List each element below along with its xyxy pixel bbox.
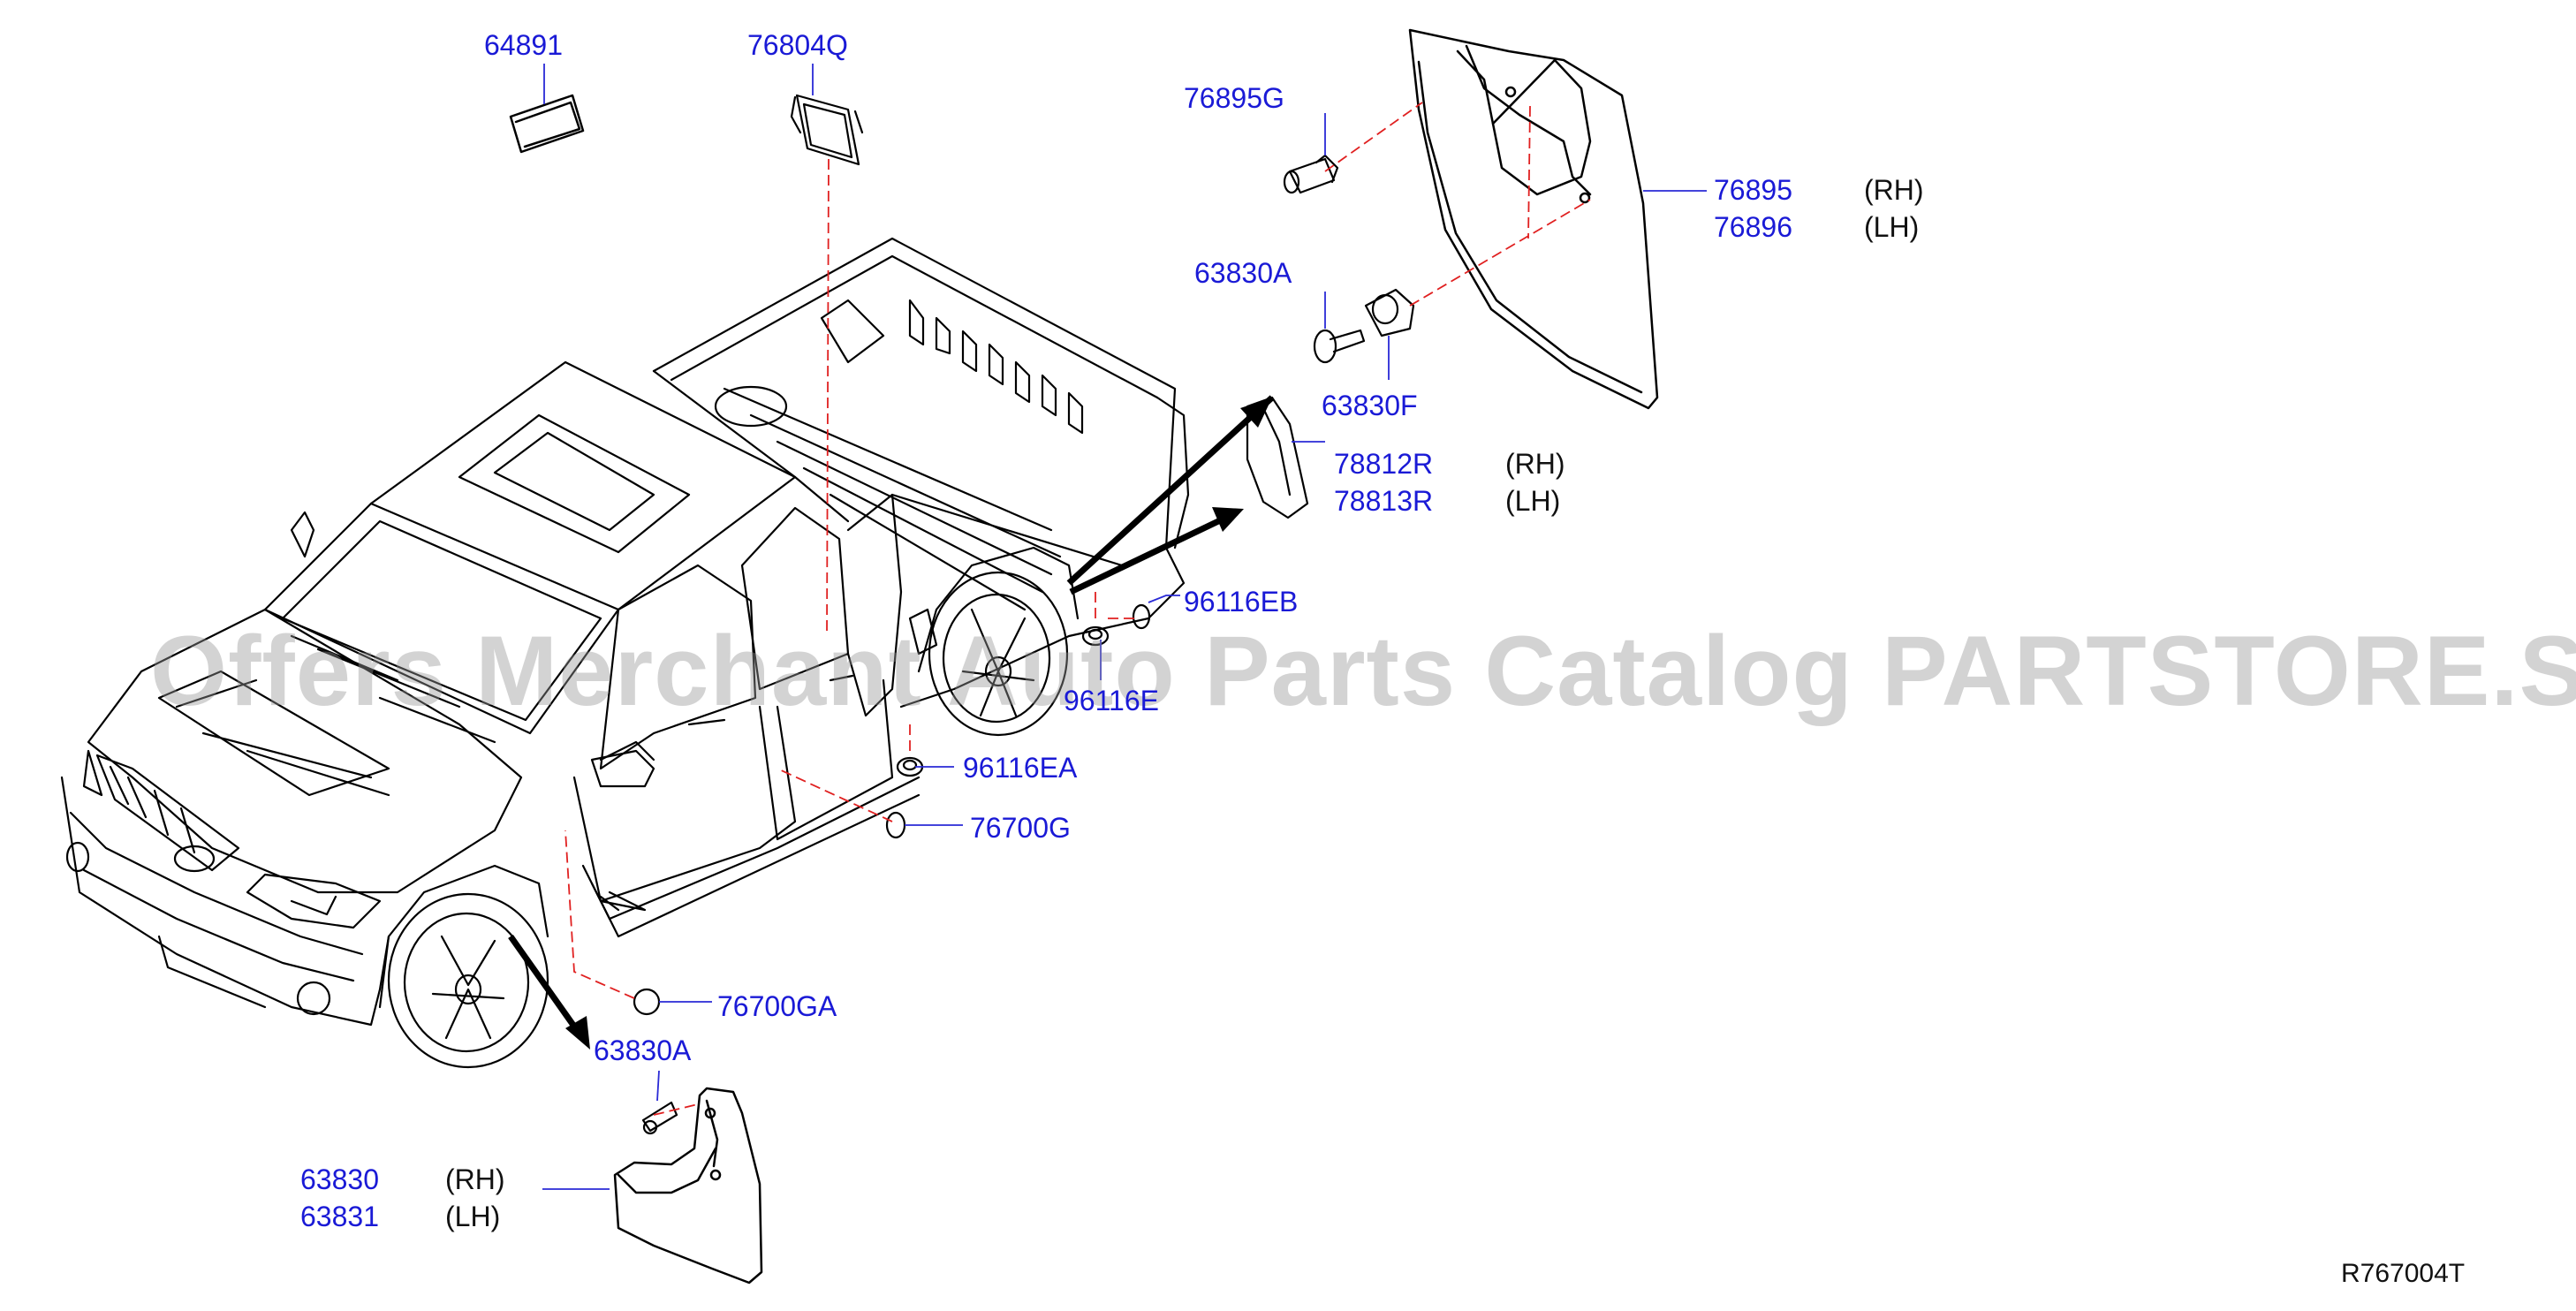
callout-76895-side: (RH) xyxy=(1864,174,1924,206)
callout-76700g[interactable]: 76700G xyxy=(970,812,1071,844)
callout-63831[interactable]: 63831 xyxy=(300,1201,379,1232)
direction-arrows xyxy=(508,395,1275,1050)
callout-76895g[interactable]: 76895G xyxy=(1184,82,1284,114)
callout-76896[interactable]: 76896 xyxy=(1714,211,1792,243)
callout-63830-side: (RH) xyxy=(445,1163,505,1195)
part-96116eb-clip[interactable] xyxy=(1132,603,1151,630)
callout-63830f[interactable]: 63830F xyxy=(1322,390,1418,421)
callout-leaders xyxy=(542,64,1707,1190)
callout-78813r[interactable]: 78813R xyxy=(1334,485,1434,517)
callout-63831-side: (LH) xyxy=(445,1201,501,1232)
part-76804q-bracket[interactable] xyxy=(790,94,864,166)
part-76895g-clip[interactable] xyxy=(1283,154,1339,194)
callout-63830a-upper[interactable]: 63830A xyxy=(1194,257,1292,289)
reference-code: R767004T xyxy=(2341,1259,2466,1288)
truck-illustration xyxy=(60,237,1190,1069)
leader-dashes xyxy=(564,102,1591,1116)
part-76700g-plug[interactable] xyxy=(885,811,906,839)
part-63830a-screw-lower[interactable] xyxy=(641,1101,678,1135)
callout-96116ea[interactable]: 96116EA xyxy=(963,752,1078,784)
callout-78813r-side: (LH) xyxy=(1505,485,1561,517)
callout-76700ga[interactable]: 76700GA xyxy=(717,990,837,1022)
callout-96116e[interactable]: 96116E xyxy=(1064,685,1159,716)
callout-76895[interactable]: 76895 xyxy=(1714,174,1792,206)
part-64891-pad[interactable] xyxy=(509,94,585,154)
callout-78812r-side: (RH) xyxy=(1505,448,1565,480)
part-96116e-clip[interactable] xyxy=(1081,625,1110,647)
part-78812r-guard[interactable] xyxy=(1246,396,1309,519)
part-76700ga-plug[interactable] xyxy=(633,988,661,1016)
part-63830f-grommet[interactable] xyxy=(1364,288,1415,337)
callout-63830[interactable]: 63830 xyxy=(300,1163,379,1195)
callout-76804q[interactable]: 76804Q xyxy=(747,29,848,61)
callout-76896-side: (LH) xyxy=(1864,211,1920,243)
callout-96116eb[interactable]: 96116EB xyxy=(1184,586,1299,618)
part-76895-rear-mudguard[interactable] xyxy=(1408,28,1659,410)
part-63830a-screw-upper[interactable] xyxy=(1313,329,1366,364)
callout-78812r[interactable]: 78812R xyxy=(1334,448,1434,480)
callout-63830a-lower[interactable]: 63830A xyxy=(594,1034,692,1066)
callout-64891[interactable]: 64891 xyxy=(484,29,563,61)
part-63830-front-mudguard[interactable] xyxy=(613,1087,763,1284)
